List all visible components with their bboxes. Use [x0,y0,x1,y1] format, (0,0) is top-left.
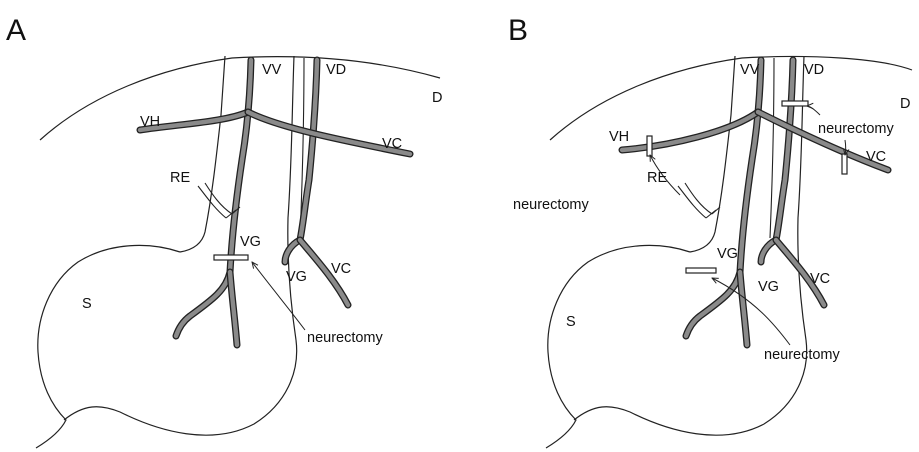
panel-b-vd-sheath [770,58,774,238]
panel-b-esophagus-right-wall [798,56,806,340]
panel-a-label-re: RE [170,170,190,186]
panel-a: A VV VD D VH [6,14,442,448]
panel-b-label-vc-bottom: VC [810,271,830,287]
panel-a-label-vc-top: VC [382,136,402,152]
panel-b-neurectomy-right-arrow-vd [807,106,820,115]
panel-b-cut-vd [782,101,808,106]
panel-b-nerves [622,60,888,345]
panel-a-label-vg-left: VG [240,234,261,250]
panel-a-label-vd: VD [326,62,346,78]
panel-b-label-d: D [900,96,910,112]
panel-a-label-vv: VV [262,62,282,78]
panel-b-label-neurectomy-left: neurectomy [513,197,590,213]
panel-b-label-vg-right: VG [758,279,779,295]
panel-b-label-vh: VH [609,129,629,145]
panel-b-stomach-outline [546,245,690,448]
panel-a-label-neurectomy: neurectomy [307,330,384,346]
panel-b-neurectomy-right-arrow-vc [845,140,846,155]
panel-b-label-vg-left: VG [717,246,738,262]
panel-b-label-vd: VD [804,62,824,78]
panel-a-esophagus-right-wall [288,56,296,340]
panel-a-label-vh: VH [140,114,160,130]
panel-a-label-vg-right: VG [286,269,307,285]
panel-a-label-s: S [82,296,92,312]
panel-a-esophagus-left-wall [180,56,225,252]
panel-b-letter: B [508,14,528,47]
panel-a-stomach-lower-outline [64,340,297,435]
panel-a-stomach-outline [36,245,180,448]
panel-a-diaphragm-outline [40,57,440,140]
panel-b-label-neurectomy-right: neurectomy [818,121,895,137]
panel-b-cut-vh [647,136,652,156]
panel-b-re-branch [678,183,720,218]
panel-b-esophagus-left-wall [690,56,735,252]
panel-a-letter: A [6,14,26,47]
panel-b-label-neurectomy-bottom: neurectomy [764,347,841,363]
panel-a-cut-vg [214,255,248,260]
panel-a-label-vc-bottom: VC [331,261,351,277]
panel-b-label-vc-top: VC [866,149,886,165]
panel-b-label-s: S [566,314,576,330]
panel-b-cut-vg [686,268,716,273]
panel-b: B [508,14,912,448]
panel-b-cut-vc [842,154,847,174]
panel-a-label-d: D [432,90,442,106]
panel-a-nerves [140,60,410,345]
panel-b-label-vv: VV [740,62,760,78]
panel-b-label-re: RE [647,170,667,186]
